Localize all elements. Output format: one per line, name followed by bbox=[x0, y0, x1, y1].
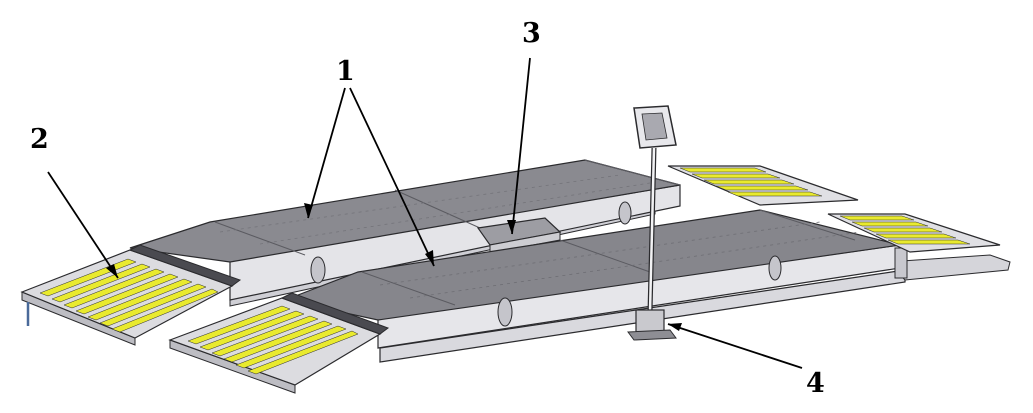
callout-1: 1 bbox=[336, 56, 355, 87]
leader-arrowheads bbox=[106, 203, 682, 331]
ramp-stripes bbox=[679, 167, 823, 197]
console-screen bbox=[641, 112, 668, 141]
arrowhead-3 bbox=[507, 220, 516, 234]
ramp-stripes bbox=[187, 305, 359, 375]
leader-2 bbox=[47, 171, 119, 279]
front-runway-top bbox=[282, 209, 901, 321]
rear-runway bbox=[129, 159, 681, 301]
callout-2: 2 bbox=[30, 124, 49, 155]
ramp-rear-right bbox=[667, 165, 859, 206]
console-base-block bbox=[635, 309, 665, 335]
ramp-rear-left bbox=[20, 244, 242, 346]
front-runway-end-post bbox=[894, 247, 908, 279]
rear-runway-seam bbox=[259, 182, 651, 245]
leader-1b bbox=[349, 87, 435, 267]
ramp-stripes bbox=[839, 215, 971, 245]
front-runway-joint bbox=[559, 239, 651, 273]
ramp-front-right bbox=[827, 213, 1001, 253]
ramp-hinge-strip bbox=[128, 244, 242, 287]
console-stand bbox=[627, 105, 677, 341]
arrowhead-2 bbox=[106, 264, 118, 278]
ramp-front-left bbox=[168, 292, 390, 394]
front-runway-gusset bbox=[768, 255, 782, 281]
rear-runway-seam bbox=[219, 174, 621, 233]
front-runway bbox=[282, 209, 908, 349]
console-base-plate bbox=[627, 329, 677, 341]
leader-4 bbox=[667, 323, 803, 369]
front-runway-joint bbox=[361, 271, 456, 306]
rear-runway-gusset bbox=[310, 256, 326, 284]
rear-runway-gusset bbox=[618, 201, 632, 225]
callout-3: 3 bbox=[522, 18, 541, 49]
console-pole-highlight bbox=[648, 147, 656, 313]
front-runway-joint bbox=[759, 209, 856, 241]
arrowhead-1b bbox=[425, 250, 434, 266]
crossbeam bbox=[476, 217, 562, 254]
leader-3 bbox=[511, 57, 531, 235]
rear-runway-joint bbox=[394, 189, 481, 229]
callout-4: 4 bbox=[806, 368, 825, 399]
front-runway-gusset bbox=[497, 297, 513, 327]
front-runway-seam bbox=[409, 231, 861, 299]
rear-runway-joint bbox=[584, 159, 681, 186]
arrowhead-1a bbox=[304, 203, 313, 218]
arrowhead-4 bbox=[668, 323, 682, 331]
leader-1a bbox=[307, 87, 346, 219]
rear-runway-joint bbox=[214, 221, 306, 256]
ramp-hinge-strip bbox=[280, 292, 390, 335]
leader-lines bbox=[47, 57, 803, 369]
